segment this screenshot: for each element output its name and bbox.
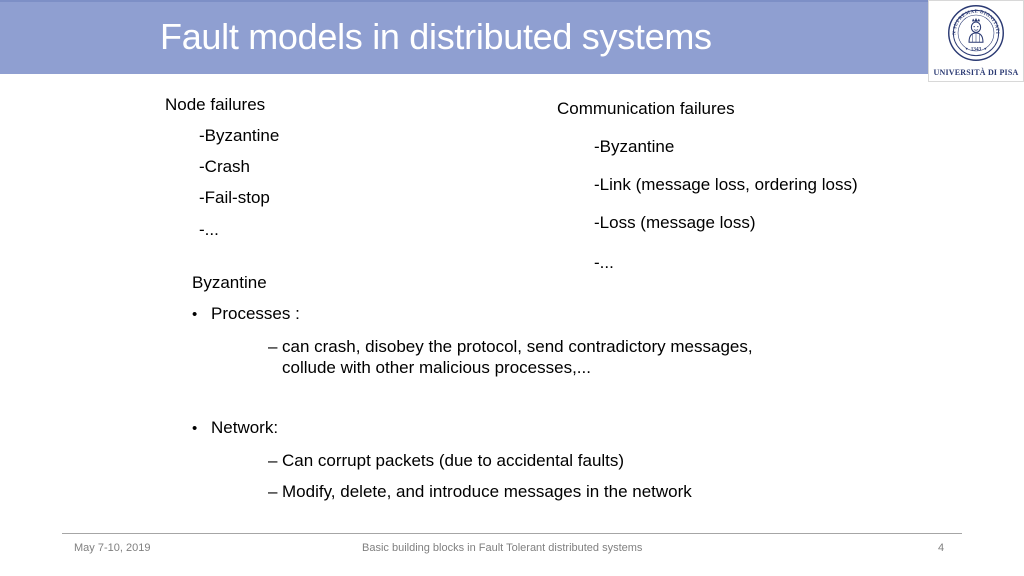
node-failures-item-0: -Byzantine (199, 126, 280, 145)
footer-divider (62, 533, 962, 534)
bullet-processes: • Processes : (192, 304, 300, 325)
bullet-network-label: Network: (211, 418, 279, 437)
communication-failures-item-0: -Byzantine (594, 137, 675, 156)
slide-header-band (0, 0, 1024, 74)
bullet-dot-icon: • (192, 420, 198, 437)
node-failures-item-2: -Fail-stop (199, 188, 270, 207)
communication-failures-heading: Communication failures (557, 99, 735, 118)
sub-bullet-processes-detail: –can crash, disobey the protocol, send c… (268, 336, 753, 378)
footer-page-number: 4 (938, 542, 945, 554)
svg-text:1343: 1343 (971, 46, 982, 52)
communication-failures-item-2: -Loss (message loss) (594, 213, 756, 232)
node-failures-item-3: -... (199, 220, 219, 239)
byzantine-heading: Byzantine (192, 273, 267, 292)
footer-date: May 7-10, 2019 (74, 542, 151, 554)
sub-bullet-network-line-1: Modify, delete, and introduce messages i… (282, 482, 692, 501)
page-title: Fault models in distributed systems (160, 16, 712, 57)
university-logo: IN SUPREMAE DIGNITATIS 1343 UNIVERSITÀ D… (928, 0, 1024, 82)
sub-bullet-network-line-0: Can corrupt packets (due to accidental f… (282, 451, 625, 470)
bullet-network: • Network: (192, 418, 278, 439)
en-dash-icon: – (268, 337, 278, 356)
communication-failures-item-3: -... (594, 253, 614, 272)
footer-title: Basic building blocks in Fault Tolerant … (362, 542, 643, 554)
university-logo-caption: UNIVERSITÀ DI PISA (933, 68, 1019, 77)
university-seal-icon: IN SUPREMAE DIGNITATIS 1343 (947, 4, 1004, 61)
sub-bullet-network-detail-1: –Modify, delete, and introduce messages … (268, 481, 692, 502)
bullet-dot-icon: • (192, 306, 198, 323)
sub-bullet-network-detail-0: –Can corrupt packets (due to accidental … (268, 450, 624, 471)
en-dash-icon: – (268, 482, 278, 501)
node-failures-item-1: -Crash (199, 157, 251, 176)
en-dash-icon: – (268, 451, 278, 470)
bullet-processes-label: Processes : (211, 304, 300, 323)
sub-bullet-processes-line1: can crash, disobey the protocol, send co… (282, 337, 753, 356)
communication-failures-item-1: -Link (message loss, ordering loss) (594, 175, 858, 194)
sub-bullet-processes-line2: collude with other malicious processes,.… (282, 358, 591, 377)
node-failures-heading: Node failures (165, 95, 266, 114)
